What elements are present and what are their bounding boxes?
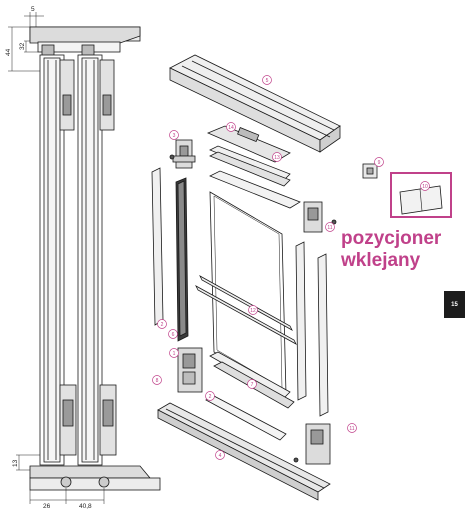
callout-5: 5 <box>266 78 269 84</box>
callout-9-marker <box>374 157 384 167</box>
callout-12: 12 <box>250 308 256 314</box>
callout-2b: 2 <box>209 394 212 400</box>
callout-3: 3 <box>173 133 176 139</box>
callout-1: 1 <box>173 351 176 357</box>
callout-12-marker <box>248 305 258 315</box>
callout-markers <box>152 75 430 460</box>
callout-3-marker <box>169 130 179 140</box>
dim-bottom-offset: 40,8 <box>79 503 92 510</box>
positioner-label-line2: wklejany <box>341 250 421 271</box>
callout-13-marker <box>272 152 282 162</box>
page-number: 15 <box>451 301 458 308</box>
dim-top-height: 32 <box>19 42 26 50</box>
callout-5-marker <box>262 75 272 85</box>
callout-13: 13 <box>274 155 280 161</box>
callout-4-marker <box>215 450 225 460</box>
callout-10: 10 <box>422 184 428 190</box>
callout-8: 8 <box>156 378 159 384</box>
page-number-tab: 15 <box>444 291 465 318</box>
dimension-lines <box>8 12 105 504</box>
exploded-parts <box>151 54 378 501</box>
callout-6: 6 <box>172 332 175 338</box>
callout-14-marker <box>226 122 236 132</box>
positioner-label: pozycjoner wklejany <box>341 228 441 272</box>
callout-7-marker <box>247 379 257 389</box>
callout-2-marker <box>157 319 167 329</box>
callout-11b-marker <box>347 423 357 433</box>
dim-bottom-width: 26 <box>43 503 51 510</box>
callout-10-marker <box>420 181 430 191</box>
positioner-highlight <box>390 172 452 218</box>
callout-8-marker <box>152 375 162 385</box>
callout-14: 14 <box>228 125 234 131</box>
callout-11: 11 <box>327 225 332 231</box>
callout-2: 2 <box>161 322 164 328</box>
side-section-view <box>29 26 161 491</box>
callout-2b-marker <box>205 391 215 401</box>
dim-bottom-height: 13 <box>12 459 19 467</box>
callout-7: 7 <box>251 382 254 388</box>
callout-11-marker <box>325 222 335 232</box>
callout-1-marker <box>169 348 179 358</box>
callout-numbers: 1 2 2 3 4 5 6 7 8 9 10 11 11 12 13 14 <box>156 78 428 459</box>
callout-9: 9 <box>378 160 381 166</box>
callout-6-marker <box>168 329 178 339</box>
callout-4: 4 <box>219 453 222 459</box>
callout-11b: 11 <box>349 426 354 432</box>
dim-overall-height: 44 <box>5 48 12 56</box>
positioner-label-line1: pozycjoner <box>341 228 442 249</box>
dim-top-gap: 5 <box>31 6 35 13</box>
